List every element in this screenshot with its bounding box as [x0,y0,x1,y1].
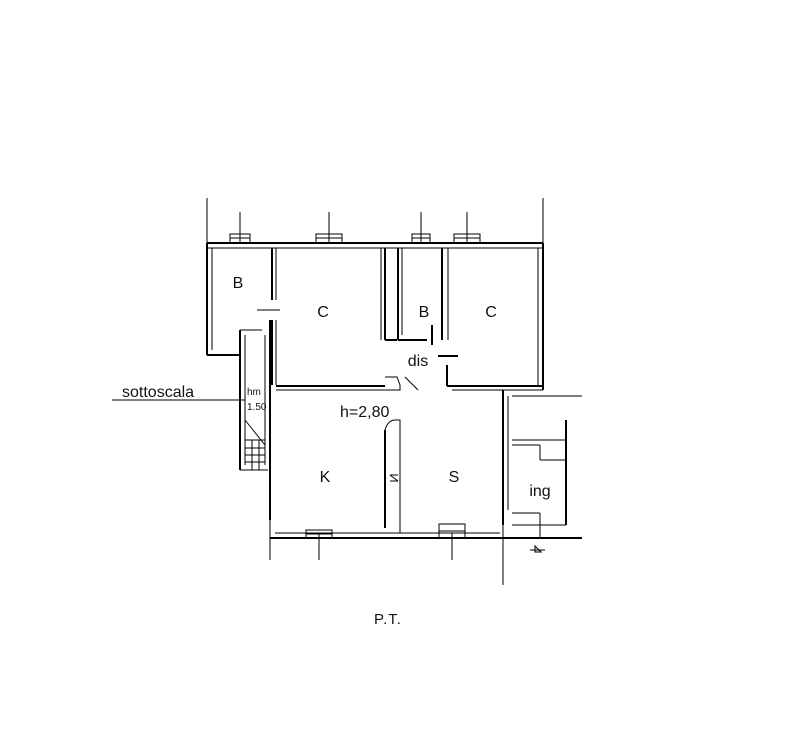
room-label-bath-left: B [233,275,244,292]
room-label-living: S [449,469,460,486]
room-label-entrance: ing [529,483,550,500]
exterior-walls [206,242,582,539]
ceiling-height-label: h=2,80 [340,404,389,421]
floor-caption: P.T. [374,611,402,628]
window-bath-left [229,212,251,244]
windows [229,212,481,560]
room-label-bedroom-right: C [485,304,497,321]
sottoscala-label: sottoscala [122,384,194,401]
window-bath-center [411,212,431,244]
window-living [438,523,466,560]
room-label-kitchen: K [320,469,331,486]
interior-walls [257,248,567,553]
window-bedroom-right [453,212,481,244]
window-kitchen [305,529,333,560]
room-label-bath-center: B [419,304,430,321]
room-label-bedroom-left: C [317,304,329,321]
staircase [239,320,271,520]
sottoscala-height-label: hm [247,387,261,398]
sottoscala-height-value: 1.50 [247,402,267,413]
room-label-hallway: dis [408,353,428,370]
window-bedroom-left [315,212,343,244]
structure-lines [206,198,582,585]
